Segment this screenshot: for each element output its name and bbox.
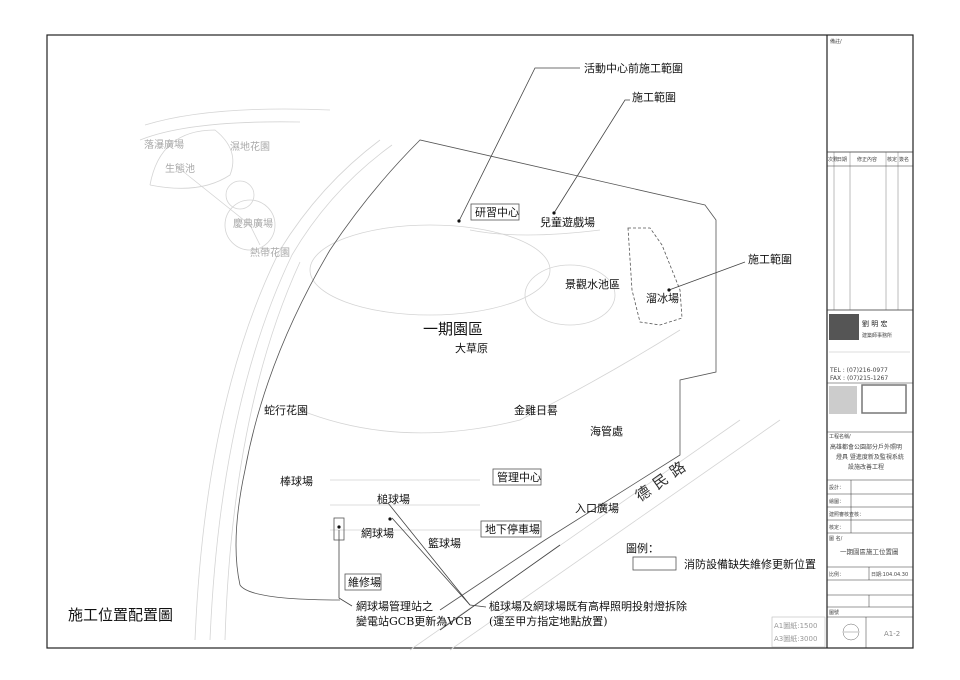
sheet-title: 施工位置配置圖 [68,606,173,624]
label-entrance-plaza: 入口廣場 [575,501,619,515]
background-map: 落瀑廣場 生態池 濕地花園 慶典廣場 熱帶花園 [139,108,781,651]
map-label-tropical-garden: 熱帶花園 [250,246,290,259]
map-label-wetland-garden: 濕地花園 [230,140,270,153]
map-label-ecology-pond: 生態池 [165,162,195,175]
project-label: 工程名稱/ [829,433,851,440]
official-seal [861,384,907,414]
skating-construction-zone [627,227,683,326]
label-landscape-pool: 景觀水池區 [565,278,620,291]
map-label-waterfall-plaza: 落瀑廣場 [144,138,184,151]
label-grassland: 大草原 [455,341,488,355]
leader-dots [337,211,671,529]
project-name-line3: 設施改善工程 [848,463,884,471]
title-block: 備註/ 次數 日期 修正內容 核定 簽名 劉 明 宏 建築師事務所 TEL : … [827,38,913,648]
zone-title: 一期園區 [423,320,483,338]
boundary-bottom [239,584,341,601]
drawing-name: 一期園區施工位置圖 [840,547,899,556]
rev-header-sign: 簽名 [899,156,909,163]
date-value: 日期:104.04.30 [871,572,908,578]
substation-marker [333,517,345,541]
row-design: 設計： [829,484,844,491]
project-name-line1: 高雄都會公園部分戶外照明 [830,443,902,451]
drawing-no-label: 圖號 [829,609,839,616]
row-approve: 核定： [829,524,844,531]
label-maintenance-yard: 維修場 [348,575,381,589]
label-underground-parking: 地下停車場 [485,522,540,536]
firm-fax: FAX : (07)215-1267 [830,375,888,382]
label-management-center: 管理中心 [497,470,541,484]
label-sundial: 金雞日晷 [514,403,558,417]
callout-substation-line2: 變電站GCB更新為VCB [356,614,472,628]
label-coast-office: 海管處 [590,424,623,438]
firm-tel: TEL : (07)216-0977 [829,367,888,374]
legend-title: 圖例： [626,541,659,555]
firm-logo [829,314,859,340]
legend-swatch [632,556,677,571]
sheet-number: A1-2 [884,630,900,638]
rev-header-date: 日期 [837,157,847,163]
project-name-line2: 燈具 暨進度新及監視系統 [836,453,904,461]
rev-header-approve: 核定 [887,156,897,163]
callout-construction-scope-top: 施工範圍 [632,90,676,104]
drawing-name-label: 圖 名/ [829,535,843,542]
label-baseball: 棒球場 [280,474,313,488]
row-review: 建照審核查核： [829,511,864,518]
remarks-label: 備註/ [830,38,842,45]
label-gateball: 槌球場 [377,492,410,506]
rev-header-no: 次數 [828,156,838,163]
label-snake-garden: 蛇行花園 [264,403,308,417]
callout-lighting-line2: (運至甲方指定地點放置) [489,614,608,628]
sheet-border [46,34,914,649]
leader-lines [338,67,746,631]
scale-label: 比例： [829,571,844,578]
map-label-celebration-plaza: 慶典廣場 [233,217,273,230]
label-training-center: 研習中心 [475,206,519,219]
callout-construction-scope-right: 施工範圍 [748,252,792,266]
architect-seal [829,386,857,414]
park-boundary [235,139,717,611]
firm-name: 建築師事務所 [862,332,892,339]
label-skating-rink: 溜冰場 [646,291,679,305]
scale-a3: A3圖紙:3000 [774,634,817,643]
callout-activity-center: 活動中心前施工範圍 [584,61,683,75]
label-tennis: 網球場 [361,526,394,540]
callout-substation-line1: 網球場管理站之 [356,599,433,613]
label-children-playground: 兒童遊戲場 [540,215,595,229]
callout-lighting-line1: 槌球場及網球場既有高桿照明投射燈拆除 [489,599,687,613]
row-drafting: 繪圖： [829,498,844,505]
legend-item: 消防設備缺失維修更新位置 [684,557,816,571]
rev-header-content: 修正內容 [857,156,877,163]
scale-a1: A1圖紙:1500 [774,621,817,630]
sheet-circle [842,623,860,641]
legend: 圖例： 消防設備缺失維修更新位置 [626,541,816,571]
architect-name: 劉 明 宏 [862,319,887,328]
label-basketball: 籃球場 [428,536,461,550]
